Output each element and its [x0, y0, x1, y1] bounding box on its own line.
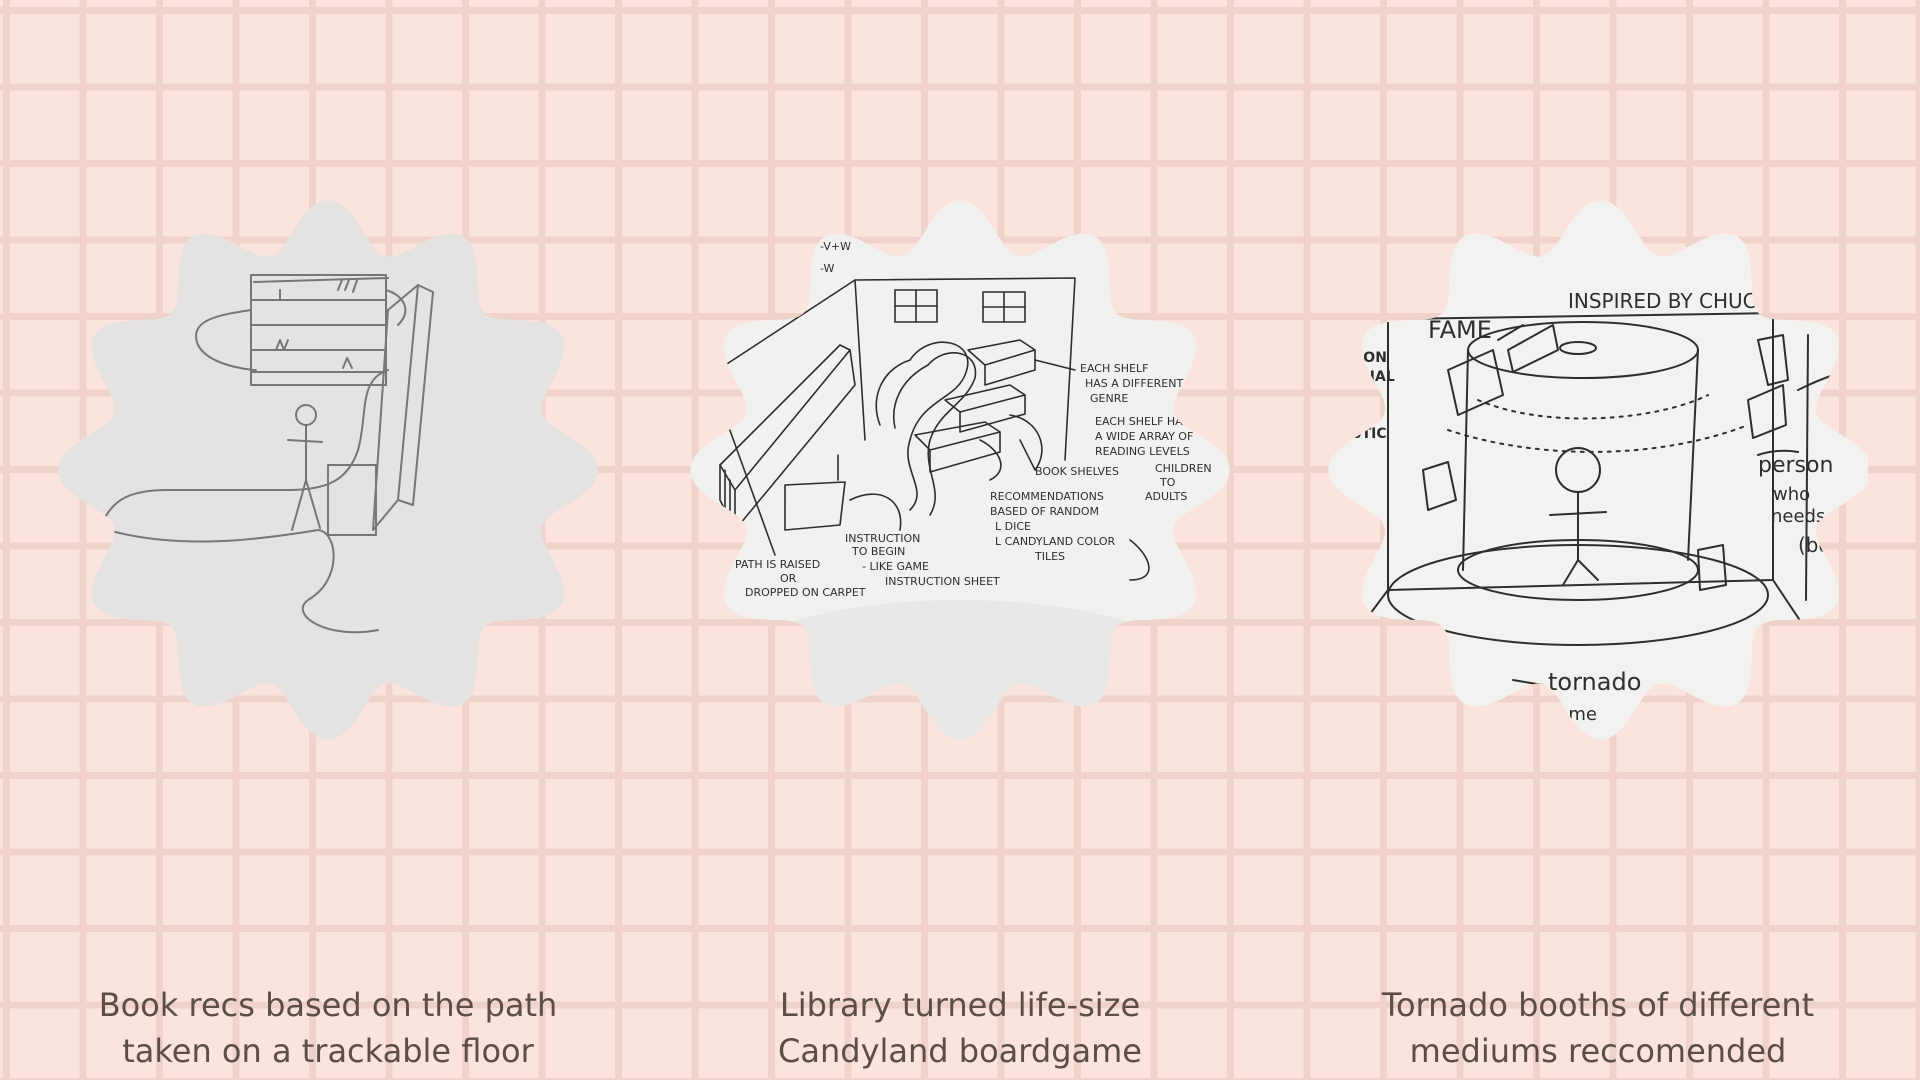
- sketch-note: needs: [1771, 506, 1825, 527]
- sketch-note: -V+W: [820, 240, 851, 253]
- tornado-booth-sketch-image: NIY OF: INSPIRED BY CHUCK FAME RATION US…: [1328, 200, 1868, 740]
- idea-card-tornado: NIY OF: INSPIRED BY CHUCK FAME RATION US…: [1328, 200, 1868, 1070]
- sketch-note: - LIKE GAME: [862, 560, 929, 573]
- sketch-note: L DICE: [995, 520, 1031, 533]
- sketch-note: -R: [780, 262, 792, 275]
- caption-line-1: Book recs based on the path: [98, 986, 558, 1024]
- caption-line-1: Tornado booths of different: [1381, 986, 1815, 1024]
- candyland-library-sketch-image: -G -V+W -R -W V EACH SHELF HAS A DIFFERE…: [690, 200, 1230, 740]
- sketch-note: -W: [820, 262, 835, 275]
- sketch-note: BOOK SHELVES: [1035, 465, 1119, 478]
- caption-line-1: Library turned life-size: [779, 986, 1141, 1024]
- sketch-note: TILES: [1034, 550, 1065, 563]
- sketch-note: TO BEGIN: [851, 545, 905, 558]
- sketch-note: EACH SHELF: [1080, 362, 1148, 375]
- sketch-note: HAS A DIFFERENT: [1085, 377, 1183, 390]
- sketch-note: USTRIAL: [1328, 369, 1395, 385]
- sketch-note: FAME: [1428, 316, 1492, 344]
- sketch-note: OF:: [1333, 282, 1386, 315]
- sketch-note: TO: [1159, 476, 1176, 489]
- sketch-note: IC: [1328, 388, 1343, 404]
- sketch-note: L CANDYLAND COLOR: [995, 535, 1115, 548]
- sketch-note: READING LEVELS: [1095, 445, 1190, 458]
- sketch-note: person: [1758, 453, 1833, 478]
- sketch-note: INSTRUCTION: [845, 532, 920, 545]
- sketch-note: BASED OF RANDOM: [990, 505, 1099, 518]
- idea-caption: Book recs based on the path taken on a t…: [8, 982, 648, 1074]
- sketch-note: MESTIC: [1328, 426, 1387, 442]
- sketch-note: INSTRUCTION SHEET: [885, 575, 1000, 588]
- sketch-note: NIY: [1358, 226, 1392, 250]
- sketch-note: ADULTS: [1145, 490, 1187, 503]
- sketch-note: INSPIRED BY CHUCK: [1568, 289, 1771, 313]
- sketch-note: who: [1773, 484, 1810, 505]
- idea-caption: Tornado booths of different mediums recc…: [1278, 982, 1918, 1074]
- sketch-note: OR: [780, 572, 797, 585]
- sketch-note: some: [1548, 704, 1597, 725]
- sketch-note: tornado: [1548, 668, 1641, 696]
- sketch-note: RATION: [1328, 350, 1387, 366]
- caption-line-2: Candyland boardgame: [778, 1032, 1142, 1070]
- sketch-note: CHILDREN: [1155, 462, 1212, 475]
- idea-caption: Library turned life-size Candyland board…: [640, 982, 1280, 1074]
- sketch-note: (bo: [1798, 533, 1831, 557]
- sketch-note: -G: [780, 240, 793, 253]
- sketch-note: DROPPED ON CARPET: [745, 586, 866, 599]
- sketch-note: EACH SHELF HAS: [1095, 415, 1190, 428]
- sketch-note: V: [828, 220, 836, 233]
- sketch-note: A WIDE ARRAY OF: [1095, 430, 1193, 443]
- caption-line-2: taken on a trackable floor: [122, 1032, 534, 1070]
- sketch-note: RECOMMENDATIONS: [990, 490, 1104, 503]
- book-path-sketch-image: [58, 200, 598, 740]
- caption-line-2: mediums reccomended: [1409, 1032, 1787, 1070]
- sketch-note: RKET: [1328, 407, 1369, 423]
- sketch-note: the: [1648, 699, 1678, 720]
- sketch-note: PATH IS RAISED: [735, 558, 820, 571]
- sketch-note: GENRE: [1090, 392, 1128, 405]
- idea-card-candyland: -G -V+W -R -W V EACH SHELF HAS A DIFFERE…: [690, 200, 1230, 1070]
- idea-card-book-recs: Book recs based on the path taken on a t…: [58, 200, 598, 1070]
